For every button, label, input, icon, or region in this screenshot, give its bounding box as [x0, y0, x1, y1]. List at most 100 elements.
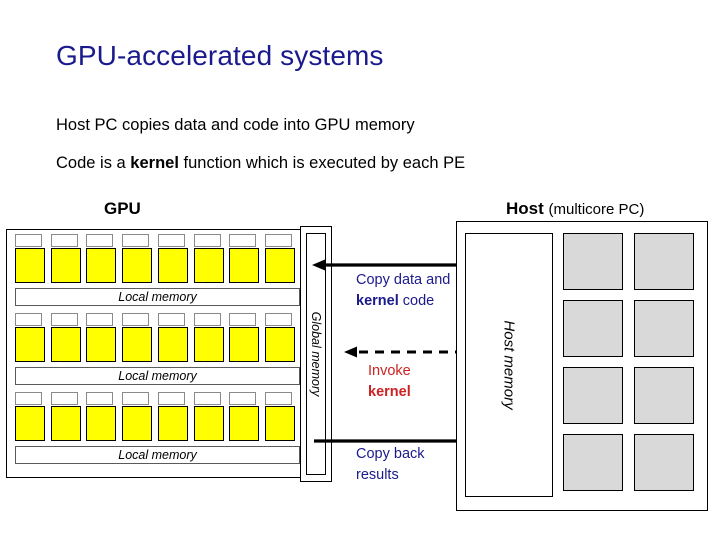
processing-element	[15, 234, 46, 284]
pe-header	[264, 313, 292, 326]
host-caption-sub: (multicore PC)	[548, 201, 645, 218]
pe-header	[15, 234, 42, 247]
pe-core	[86, 248, 117, 283]
pe-core	[86, 406, 117, 441]
global-memory-box: Global memory	[306, 233, 326, 475]
local-memory-label: Local memory	[15, 446, 300, 464]
compute-unit: Local memory	[15, 392, 300, 464]
pe-header	[86, 392, 114, 405]
body-line-2-pre: Code is a	[56, 154, 131, 172]
local-memory-label: Local memory	[15, 367, 300, 385]
invoke-kernel-arrow	[344, 346, 464, 358]
pe-header	[193, 392, 221, 405]
processing-element	[86, 234, 117, 284]
cpu-core	[563, 434, 623, 491]
host-panel: Host memory	[456, 221, 708, 511]
pe-core	[15, 327, 45, 362]
body-line-2-bold: kernel	[130, 154, 179, 172]
pe-core	[229, 327, 260, 362]
host-memory-label: Host memory	[500, 320, 518, 410]
pe-core	[15, 406, 45, 441]
processing-element	[122, 234, 153, 284]
invoke-kernel-label-pre: Invoke	[368, 363, 411, 379]
processing-element	[193, 392, 225, 442]
copy-data-label-post: code	[398, 293, 435, 309]
copy-data-label-bold: kernel	[356, 293, 399, 309]
processing-element	[193, 234, 225, 284]
cpu-core	[634, 300, 694, 357]
pe-header	[157, 313, 185, 326]
processing-element	[193, 313, 225, 363]
pe-core	[50, 248, 81, 283]
pe-core	[264, 248, 295, 283]
pe-header	[86, 313, 114, 326]
cpu-core	[563, 233, 623, 290]
processing-element	[50, 313, 82, 363]
pe-header	[193, 313, 221, 326]
pe-header	[157, 234, 185, 247]
pe-header	[264, 234, 292, 247]
pe-core	[50, 406, 81, 441]
pe-core	[264, 406, 295, 441]
pe-core	[193, 406, 224, 441]
global-memory-panel: Global memory	[300, 226, 332, 482]
pe-core	[50, 327, 81, 362]
pe-core	[86, 327, 117, 362]
gpu-caption: GPU	[104, 199, 141, 218]
pe-core	[157, 327, 188, 362]
pe-core	[193, 248, 224, 283]
pe-core	[157, 248, 188, 283]
gpu-panel: Local memory Local memory Local memory	[6, 229, 310, 478]
processing-element	[50, 234, 82, 284]
global-memory-label: Global memory	[309, 311, 323, 397]
page-title: GPU-accelerated systems	[56, 40, 384, 71]
copy-data-label: Copy data and kernel code	[356, 270, 452, 312]
body-line-2: Code is a kernel function which is execu…	[56, 154, 465, 173]
pe-strip	[15, 392, 300, 442]
processing-element	[264, 234, 296, 284]
pe-core	[122, 406, 153, 441]
body-line-2-post: function which is executed by each PE	[178, 154, 466, 172]
pe-core	[264, 327, 295, 362]
processing-element	[122, 313, 153, 363]
pe-core	[229, 248, 260, 283]
pe-strip	[15, 234, 300, 284]
pe-header	[15, 392, 42, 405]
cpu-core	[563, 367, 623, 424]
cpu-core	[563, 300, 623, 357]
pe-header	[50, 313, 78, 326]
pe-header	[50, 392, 78, 405]
invoke-kernel-label-bold: kernel	[368, 384, 411, 400]
host-caption-strong: Host	[506, 199, 544, 218]
processing-element	[122, 392, 153, 442]
copy-data-label-pre: Copy data and	[356, 272, 451, 288]
host-caption: Host (multicore PC)	[506, 199, 644, 219]
processing-element	[229, 392, 260, 442]
cpu-core	[634, 434, 694, 491]
processing-element	[264, 313, 296, 363]
pe-core	[193, 327, 224, 362]
pe-header	[122, 234, 150, 247]
cpu-core	[634, 367, 694, 424]
compute-unit: Local memory	[15, 234, 300, 306]
processing-element	[229, 234, 260, 284]
invoke-kernel-label: Invoke kernel	[368, 361, 456, 403]
processing-element	[86, 313, 117, 363]
processing-element	[15, 313, 46, 363]
pe-header	[264, 392, 292, 405]
processing-element	[229, 313, 260, 363]
pe-strip	[15, 313, 300, 363]
compute-unit: Local memory	[15, 313, 300, 385]
pe-header	[86, 234, 114, 247]
processing-element	[157, 392, 189, 442]
pe-core	[157, 406, 188, 441]
pe-header	[157, 392, 185, 405]
host-memory-box: Host memory	[465, 233, 553, 497]
pe-header	[15, 313, 42, 326]
pe-header	[50, 234, 78, 247]
processing-element	[86, 392, 117, 442]
pe-header	[229, 392, 257, 405]
copy-back-label: Copy back results	[356, 446, 425, 483]
processing-element	[15, 392, 46, 442]
pe-core	[122, 248, 153, 283]
